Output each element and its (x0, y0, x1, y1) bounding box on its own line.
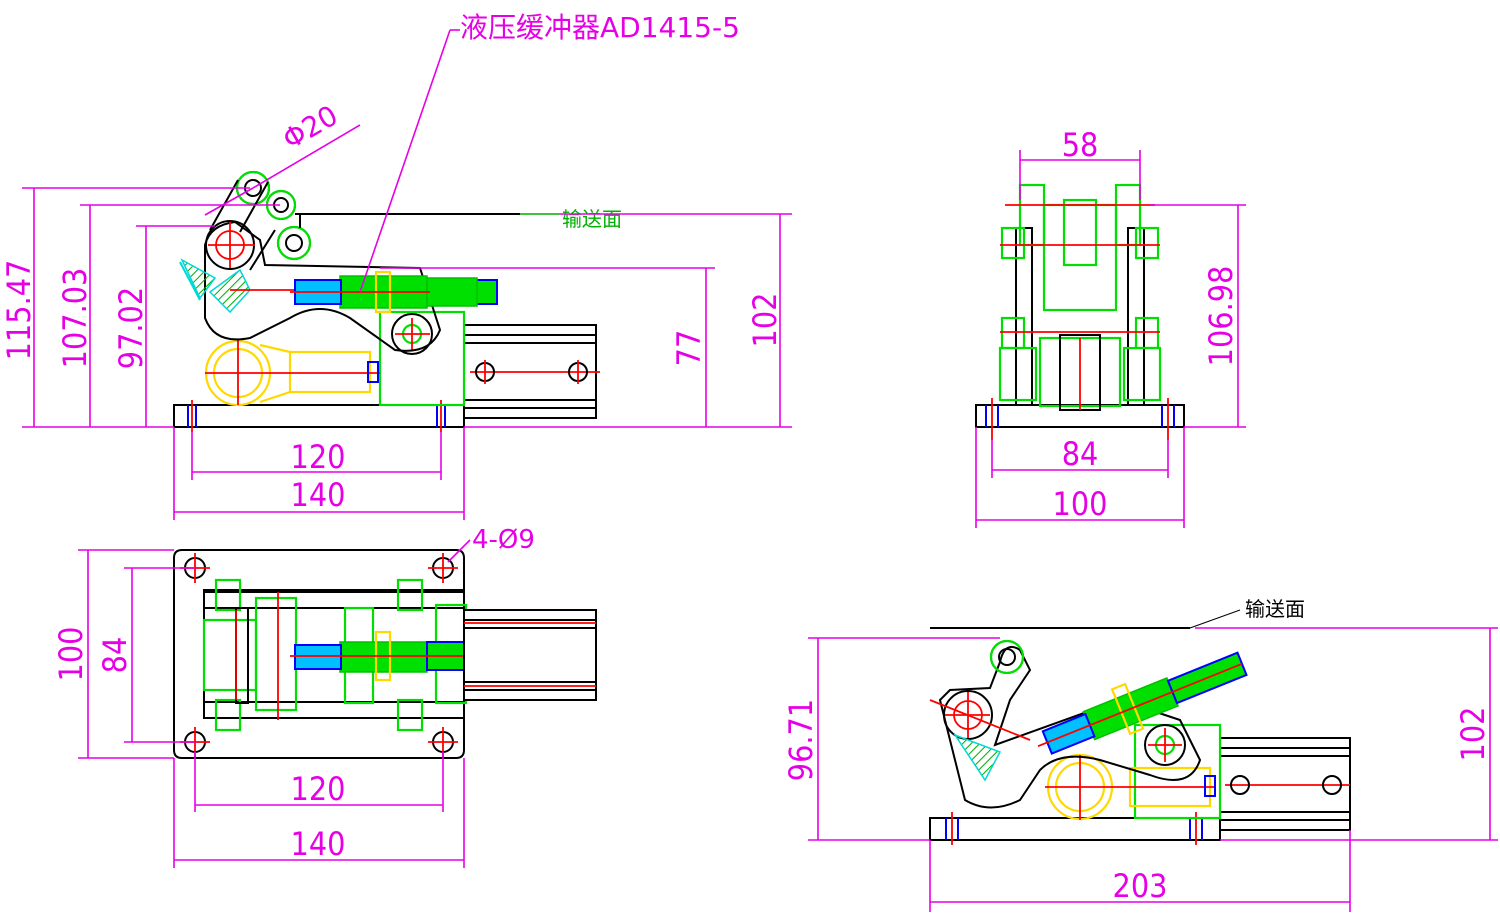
dim-107-03: 107.03 (56, 268, 94, 369)
top-view: 4-Ø9 100 84 120 140 (52, 525, 597, 868)
front-bracket (378, 310, 466, 407)
dim-97-02: 97.02 (112, 287, 150, 369)
dim-96-71: 96.71 (782, 699, 820, 781)
side-view: 58 106.98 84 100 (975, 126, 1246, 528)
conveyor-surface-label-bottom: 输送面 (1245, 597, 1305, 621)
dim-203: 203 (1113, 867, 1168, 905)
dim-120-top: 120 (291, 770, 346, 808)
front-view: 输送面 Φ20 液压缓冲器AD1415-5 115.47 107.03 97.0… (0, 11, 792, 520)
front-base-plate (173, 404, 465, 428)
dim-84-side: 84 (1062, 435, 1099, 473)
dim-100-side: 100 (1053, 485, 1108, 523)
dim-102-actuated: 102 (1454, 707, 1492, 762)
dim-58: 58 (1062, 126, 1099, 164)
dim-115-47: 115.47 (0, 260, 38, 361)
dim-84-top: 84 (96, 637, 134, 674)
actuated-view: 输送面 96.71 102 203 (782, 597, 1498, 912)
actuated-base-plate (929, 817, 1221, 841)
dim-77: 77 (670, 330, 708, 367)
dim-102-front: 102 (746, 293, 784, 348)
dim-106-98: 106.98 (1202, 266, 1240, 367)
diameter-label: Φ20 (277, 99, 343, 156)
buffer-label: 液压缓冲器AD1415-5 (460, 11, 740, 44)
conveyor-surface-label-top: 输送面 (562, 207, 622, 231)
front-hook-lever (204, 220, 442, 352)
dim-120-front: 120 (291, 438, 346, 476)
holes-label: 4-Ø9 (472, 525, 535, 555)
dim-100-top: 100 (52, 627, 90, 682)
dim-140-top: 140 (291, 825, 346, 863)
dim-140-front: 140 (291, 476, 346, 514)
